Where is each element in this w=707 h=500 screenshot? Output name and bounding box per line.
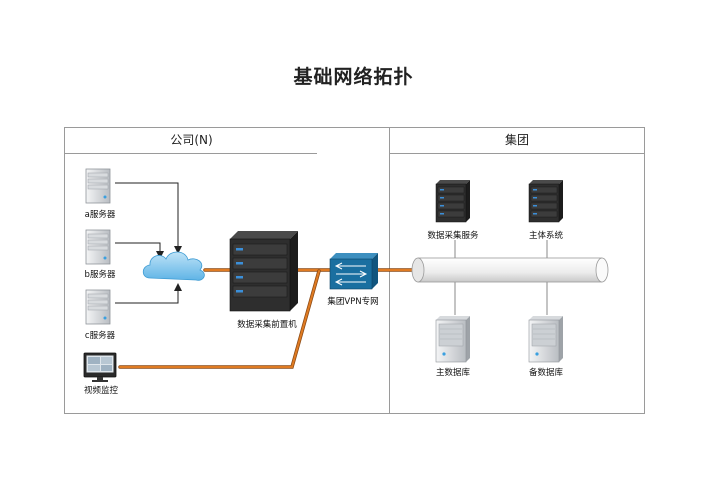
server-a-icon [85, 168, 111, 204]
backup-db-server-icon [528, 316, 563, 363]
video-monitor-label: 视频监控 [83, 386, 119, 396]
link-server-c-cloud [115, 283, 182, 304]
cloud-icon [142, 251, 205, 281]
main-db-server-icon [435, 316, 470, 363]
connection-lines [115, 182, 548, 369]
monitor-icon [83, 352, 117, 382]
server-b-label: b服务器 [84, 270, 116, 280]
link-server-a-cloud [115, 182, 182, 254]
server-a-label: a服务器 [84, 210, 116, 220]
group-header: 集团 [390, 128, 644, 154]
server-c-label: c服务器 [84, 331, 116, 341]
main-system-server-icon [528, 180, 563, 223]
page-title: 基础网络拓扑 [293, 66, 414, 88]
backup-db-label: 备数据库 [528, 368, 564, 378]
server-b-icon [85, 229, 111, 265]
front-server-icon [229, 231, 298, 312]
collect-service-server-icon [435, 180, 470, 223]
network-bus-pipe [411, 257, 609, 283]
collect-service-label: 数据采集服务 [427, 231, 479, 241]
company-header: 公司(N) [65, 128, 318, 154]
vpn-device-icon [329, 253, 378, 290]
main-db-label: 主数据库 [435, 368, 471, 378]
link-server-b-cloud [115, 242, 164, 259]
front-server-label: 数据采集前置机 [237, 320, 297, 330]
server-c-icon [85, 289, 111, 325]
vpn-label: 集团VPN专网 [327, 297, 379, 307]
main-system-label: 主体系统 [528, 231, 564, 241]
